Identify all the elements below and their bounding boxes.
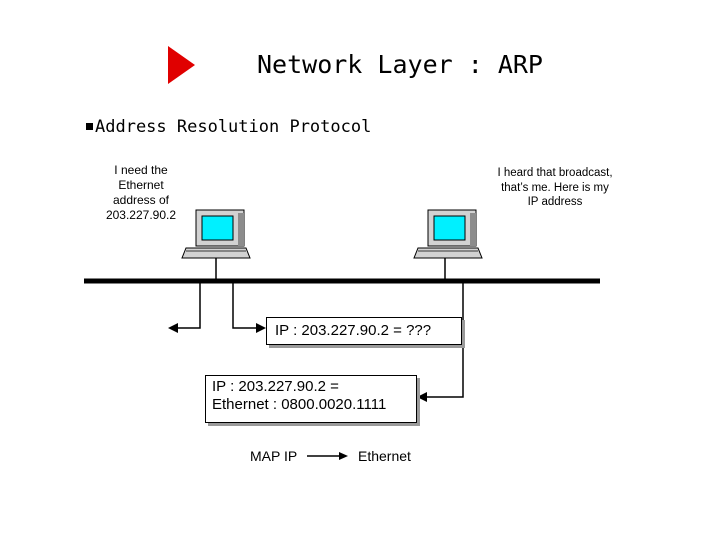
- arrowhead: [256, 323, 266, 333]
- monitor-screen: [433, 215, 466, 241]
- bullet-square-icon: [86, 123, 93, 130]
- computer-icon: [413, 209, 483, 281]
- play-triangle-icon: [168, 46, 195, 84]
- monitor-side: [470, 213, 476, 246]
- legend-from-label: MAP IP: [250, 448, 298, 464]
- keyboard: [181, 247, 251, 259]
- caption-line: address of: [112, 193, 170, 207]
- page-title: Network Layer : ARP: [257, 50, 543, 79]
- caption-line: 203.227.90.2: [105, 208, 177, 222]
- arp-reply-box: IP : 203.227.90.2 = Ethernet : 0800.0020…: [205, 375, 417, 423]
- arrowhead: [339, 452, 348, 460]
- monitor-side: [238, 213, 244, 246]
- reply-arrow: [426, 281, 464, 398]
- bullet-text: Address Resolution Protocol: [95, 117, 372, 137]
- broadcast-arrow-right: [232, 281, 258, 329]
- reply-line: Ethernet : 0800.0020.1111: [212, 396, 387, 413]
- computer-icon: [181, 209, 251, 281]
- requester-caption: I need the Ethernet address of 203.227.9…: [96, 163, 186, 223]
- arp-query-box: IP : 203.227.90.2 = ???: [266, 317, 462, 345]
- caption-line: IP address: [527, 196, 583, 208]
- keyboard: [413, 247, 483, 259]
- caption-line: I need the: [114, 163, 168, 177]
- caption-line: Ethernet: [118, 178, 164, 192]
- bullet-item: Address Resolution Protocol: [86, 117, 371, 137]
- arrowhead: [168, 323, 178, 333]
- arrowhead: [417, 392, 427, 402]
- monitor-screen: [201, 215, 234, 241]
- responder-caption: I heard that broadcast, that’s me. Here …: [480, 166, 630, 210]
- caption-line: that’s me. Here is my: [501, 181, 609, 194]
- legend-to-label: Ethernet: [358, 448, 411, 464]
- reply-line: IP : 203.227.90.2 =: [212, 378, 339, 395]
- caption-line: I heard that broadcast,: [497, 167, 613, 179]
- broadcast-arrow-left: [176, 281, 201, 329]
